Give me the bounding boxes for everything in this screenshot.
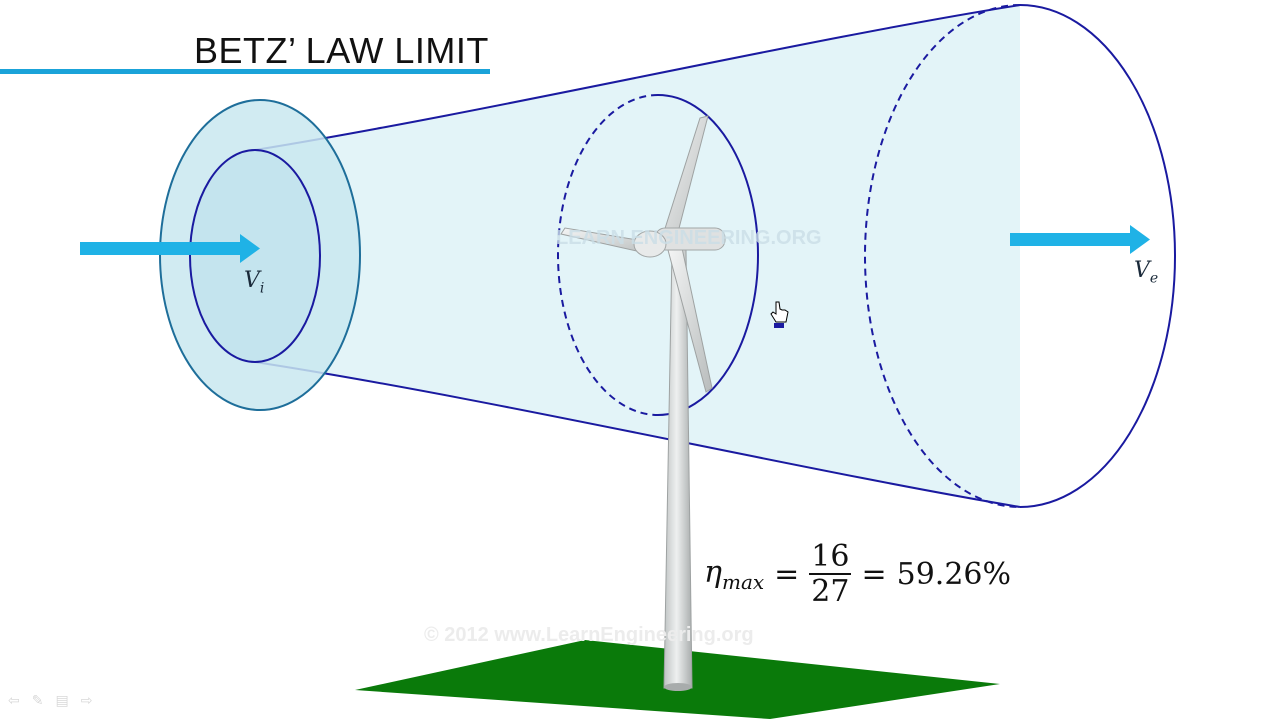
equals-sign: = [774,557,800,593]
betz-fraction: 16 27 [809,539,852,610]
forward-icon[interactable]: ⇨ [80,692,93,708]
inlet-velocity-arrow [80,234,260,263]
stream-tube-top-edge [254,4,1021,151]
exit-section-back [864,4,1021,508]
fraction-denominator: 27 [811,574,850,609]
fraction-numerator: 16 [809,539,852,575]
exit-velocity-label: Ve [1134,258,1159,287]
efficiency-symbol: ηmax [704,555,765,595]
inlet-velocity-label: Vi [244,268,265,297]
tower-base [664,683,692,691]
slide-title: BETZ’ LAW LIMIT [194,30,489,71]
pen-icon[interactable]: ✎ [31,692,44,708]
stream-tube [255,5,1020,507]
exit-section-front [1019,4,1176,508]
hand-cursor-icon [770,301,789,328]
slideshow-controls: ⇦ ✎ ▤ ⇨ [8,692,92,709]
betz-formula: ηmax = 16 27 = 59.26% [704,540,1011,610]
turbine-hub [633,230,667,258]
back-icon[interactable]: ⇦ [8,692,20,708]
equals-sign-2: = [861,557,887,593]
efficiency-result: 59.26% [896,557,1012,593]
rotor-section-front [657,94,759,416]
copyright-watermark: © 2012 www.LearnEngineering.org [424,624,754,646]
rotor-section-back [557,94,659,416]
stream-tube-bottom-edge [254,361,1021,508]
title-underline [0,69,490,74]
rotor-watermark: LEARN ENGINEERING.ORG [556,227,822,249]
inlet-inner-disk [189,149,321,363]
menu-icon[interactable]: ▤ [55,692,69,708]
exit-velocity-arrow [1010,225,1150,254]
